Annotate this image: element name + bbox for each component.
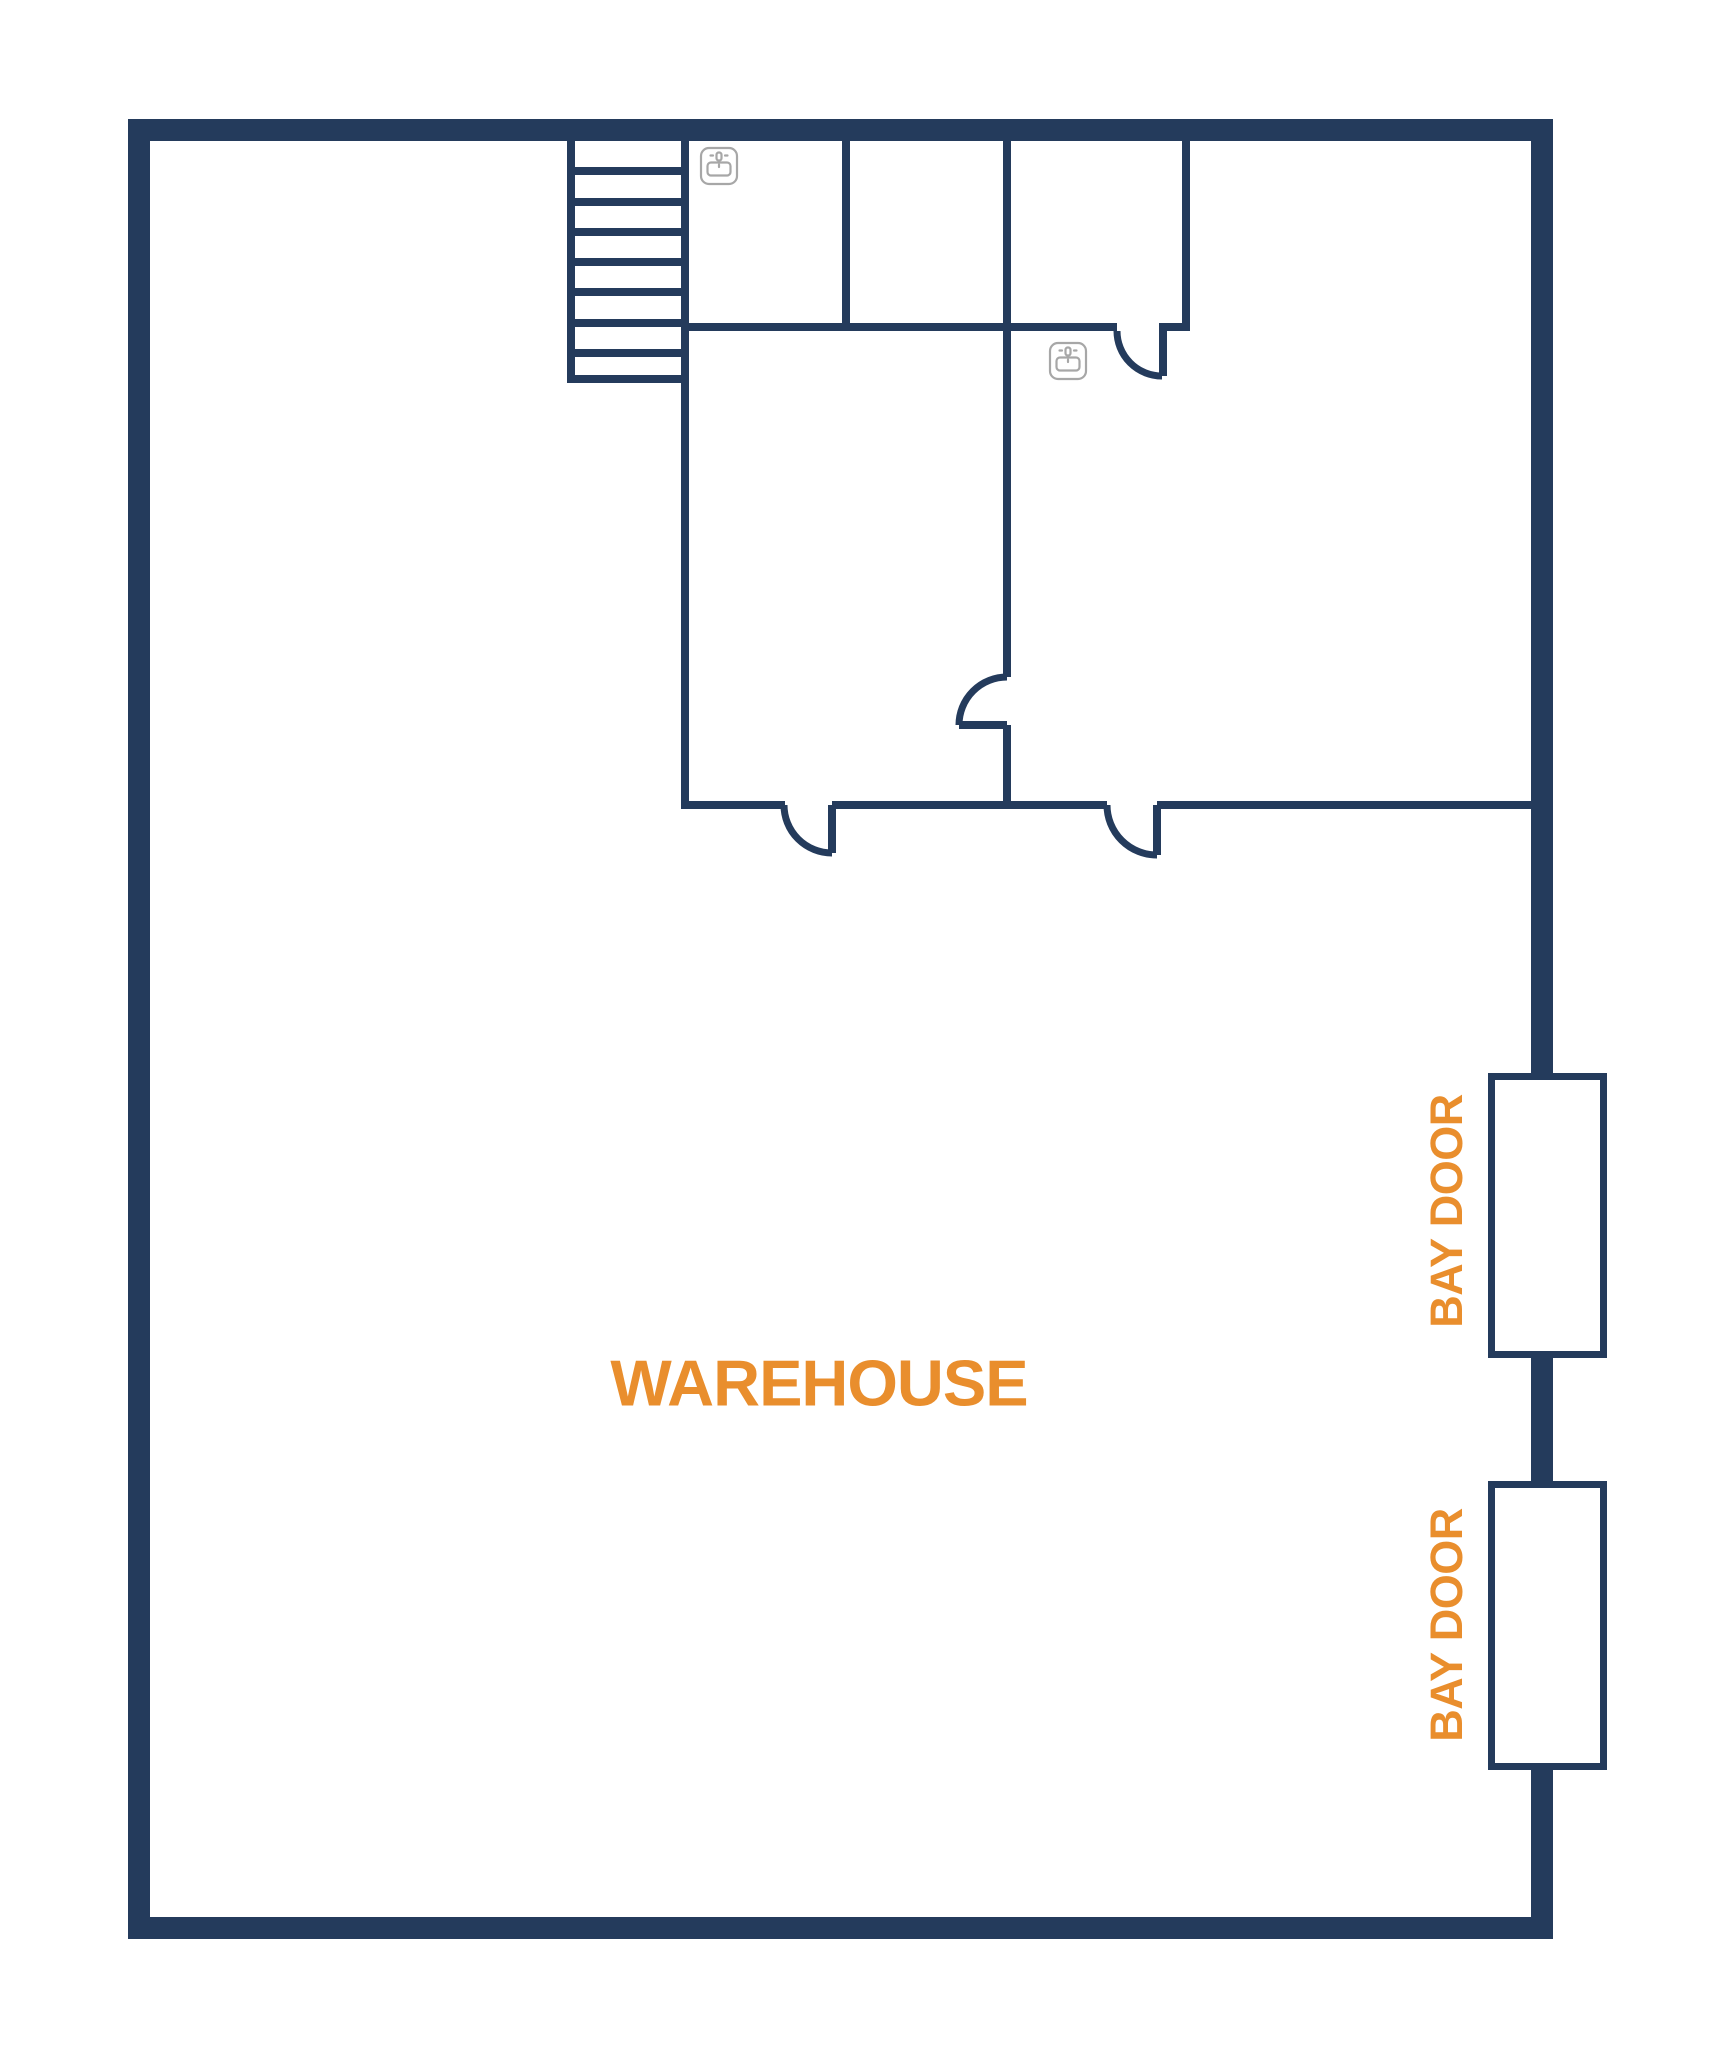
stair-tread [575, 198, 681, 206]
interior-wall-horizontal-lower-1 [681, 801, 785, 809]
exterior-wall-top [128, 119, 1553, 141]
bay-door-label-1: BAY DOOR [1421, 1094, 1472, 1328]
exterior-wall-right-upper [1531, 119, 1553, 1073]
staircase-bottom-edge [567, 375, 689, 383]
staircase-left-edge [567, 141, 575, 383]
sink-icon [699, 146, 739, 186]
bay-door-2 [1488, 1481, 1607, 1770]
door-arc-warehouse-right [1103, 804, 1158, 859]
stair-tread [575, 258, 681, 266]
door-leaf-warehouse-left [828, 805, 836, 853]
stair-tread [575, 349, 681, 357]
bay-door-1 [1488, 1073, 1607, 1358]
exterior-wall-bottom [128, 1917, 1553, 1939]
bay-door-label-2: BAY DOOR [1421, 1508, 1472, 1742]
exterior-wall-right-between-bays [1531, 1358, 1553, 1481]
interior-wall-center-lower [1003, 725, 1011, 805]
door-arc-center-room [955, 673, 1008, 726]
stair-tread [575, 167, 681, 175]
staircase [567, 141, 689, 383]
door-arc-warehouse-left [780, 804, 833, 857]
interior-wall-horizontal-upper-left [681, 323, 1117, 331]
door-arc-room-c [1113, 330, 1163, 380]
stair-tread [575, 288, 681, 296]
interior-wall-center-upper [1003, 141, 1011, 677]
interior-wall-office-left [681, 141, 689, 805]
interior-wall-horizontal-lower-3 [1157, 801, 1531, 809]
warehouse-room-label: WAREHOUSE [610, 1346, 1028, 1420]
door-leaf-room-c [1159, 331, 1167, 376]
interior-wall-room-divider-2 [1182, 141, 1190, 331]
interior-wall-horizontal-upper-right [1159, 323, 1190, 331]
interior-wall-room-divider-1 [842, 141, 850, 331]
sink-icon [1048, 341, 1088, 381]
exterior-wall-left [128, 119, 150, 1939]
door-leaf-center-room [959, 721, 1007, 729]
door-leaf-warehouse-right [1153, 805, 1161, 855]
interior-wall-horizontal-lower-2 [832, 801, 1107, 809]
stair-tread [575, 319, 681, 327]
exterior-wall-right-lower [1531, 1770, 1553, 1939]
stair-tread [575, 228, 681, 236]
